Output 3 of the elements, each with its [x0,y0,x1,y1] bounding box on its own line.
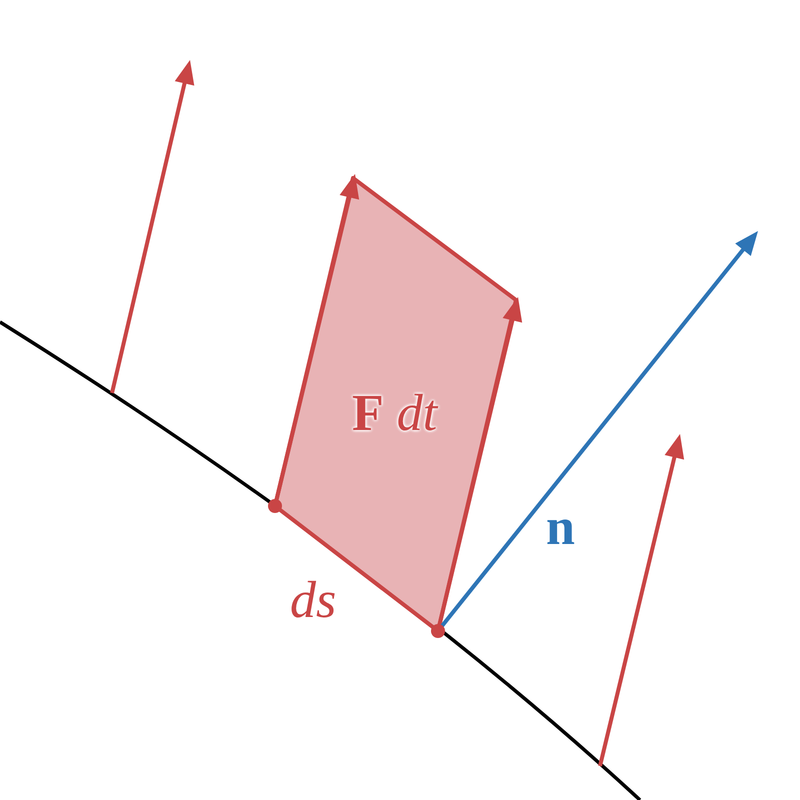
math-label: n [546,502,575,554]
math-label: ds [290,575,336,627]
math-label: F dt [352,388,438,440]
